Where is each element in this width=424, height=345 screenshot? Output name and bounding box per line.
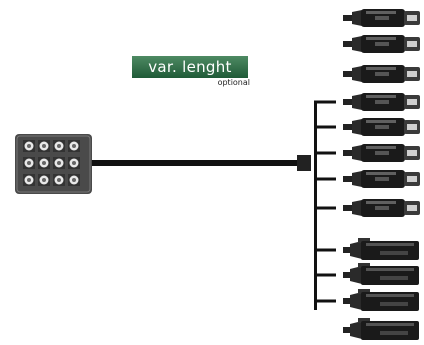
xlr-male-connector-icon — [343, 9, 420, 27]
panel-socket — [53, 174, 65, 186]
breakout-branch — [314, 177, 336, 181]
panel-socket — [38, 140, 50, 152]
xlr-male-connector-icon — [343, 93, 420, 111]
xlr-female-connector-icon — [343, 318, 419, 340]
breakout-branch — [314, 100, 336, 104]
xlr-male-connector-icon — [343, 144, 420, 162]
breakout-branch — [314, 273, 336, 277]
panel-socket — [53, 157, 65, 169]
length-label: var. lenght — [132, 56, 248, 78]
xlr-male-connector-icon — [343, 199, 420, 217]
panel-socket — [38, 157, 50, 169]
multipin-panel-icon — [15, 134, 92, 194]
optional-label: optional — [217, 78, 250, 87]
xlr-male-connector-icon — [343, 35, 420, 53]
panel-socket — [68, 174, 80, 186]
breakout-box — [297, 155, 311, 171]
xlr-female-connector-icon — [343, 238, 419, 260]
xlr-female-connector-icon — [343, 289, 419, 311]
panel-socket — [68, 140, 80, 152]
panel-socket — [23, 174, 35, 186]
breakout-bus — [314, 102, 317, 310]
breakout-branch — [314, 125, 336, 129]
breakout-branch — [314, 151, 336, 155]
breakout-branch — [314, 206, 336, 210]
breakout-branch — [314, 299, 336, 303]
panel-socket — [23, 140, 35, 152]
xlr-male-connector-icon — [343, 170, 420, 188]
breakout-branch — [314, 248, 336, 252]
panel-socket — [23, 157, 35, 169]
panel-socket — [53, 140, 65, 152]
xlr-male-connector-icon — [343, 118, 420, 136]
xlr-female-connector-icon — [343, 263, 419, 285]
panel-socket — [38, 174, 50, 186]
panel-socket — [68, 157, 80, 169]
main-cable — [92, 160, 298, 166]
xlr-male-connector-icon — [343, 65, 420, 83]
